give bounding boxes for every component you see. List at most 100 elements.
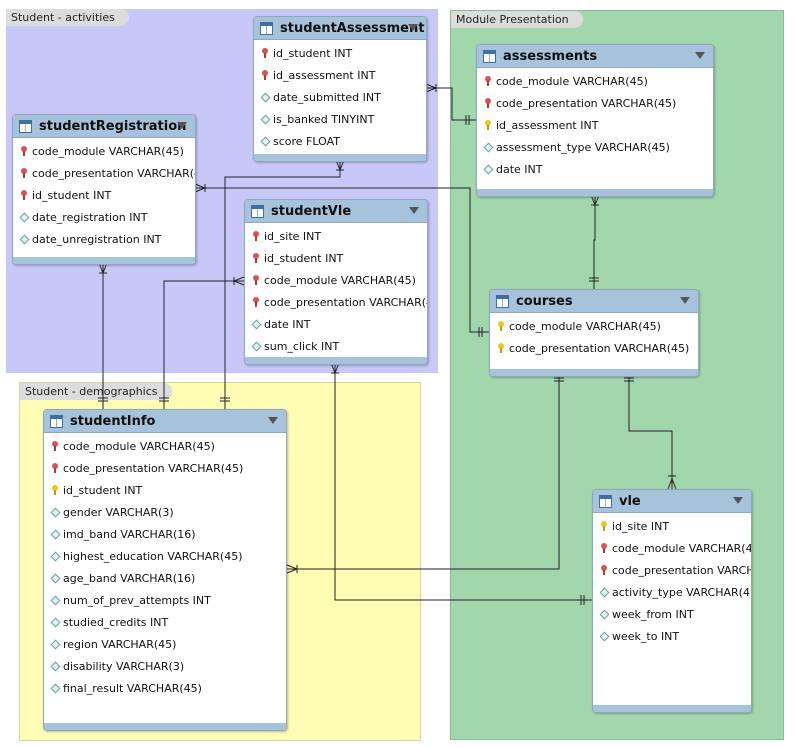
primary-key-icon — [19, 146, 29, 156]
column-list: code_module VARCHAR(45) code_presentation… — [490, 313, 698, 359]
layer-label: Student - activities — [6, 9, 129, 26]
column-list: code_module VARCHAR(45) code_presentation… — [13, 138, 195, 250]
chevron-down-icon[interactable] — [408, 24, 418, 31]
table-column[interactable]: age_band VARCHAR(16) — [44, 567, 286, 589]
chevron-down-icon[interactable] — [268, 417, 278, 424]
onemark-courses-registration — [478, 327, 483, 337]
column-label: id_student INT — [273, 46, 353, 60]
table-column[interactable]: code_presentation VARCHAR(45) — [477, 92, 713, 114]
primary-key-icon — [50, 463, 60, 473]
column-label: date INT — [264, 317, 311, 331]
table-column[interactable]: date INT — [245, 313, 427, 335]
table-column[interactable]: week_to INT — [593, 625, 751, 647]
table-column[interactable]: imd_band VARCHAR(16) — [44, 523, 286, 545]
table-column[interactable]: assessment_type VARCHAR(45) — [477, 136, 713, 158]
table-courses[interactable]: courses code_module VARCHAR(45) code_pres… — [489, 289, 699, 377]
layer-label: Module Presentation — [451, 11, 583, 28]
table-column[interactable]: code_module VARCHAR(45) — [245, 269, 427, 291]
table-column[interactable]: code_presentation VARCHAR(45) — [13, 162, 195, 184]
table-header[interactable]: assessments — [477, 45, 713, 68]
table-column[interactable]: id_assessment INT — [477, 114, 713, 136]
column-label: sum_click INT — [264, 339, 340, 353]
relationship-courses-studentinfo — [287, 375, 560, 570]
layer-label: Student - demographics — [20, 383, 172, 400]
table-footer — [254, 154, 426, 161]
column-label: region VARCHAR(45) — [63, 637, 177, 651]
table-header[interactable]: studentAssessment — [254, 17, 426, 40]
primary-key-icon — [260, 70, 270, 80]
table-column[interactable]: region VARCHAR(45) — [44, 633, 286, 655]
table-header[interactable]: studentInfo — [44, 410, 286, 433]
table-header[interactable]: vle — [593, 490, 751, 513]
primary-key-icon — [251, 297, 261, 307]
chevron-down-icon[interactable] — [695, 52, 705, 59]
table-column[interactable]: code_module VARCHAR(45) — [490, 315, 698, 337]
table-column[interactable]: code_module VARCHAR(45) — [477, 70, 713, 92]
key-icon — [483, 120, 493, 130]
column-label: final_result VARCHAR(45) — [63, 681, 202, 695]
table-column[interactable]: highest_education VARCHAR(45) — [44, 545, 286, 567]
table-column[interactable]: activity_type VARCHAR(45) — [593, 581, 751, 603]
table-column[interactable]: final_result VARCHAR(45) — [44, 677, 286, 699]
table-column[interactable]: disability VARCHAR(3) — [44, 655, 286, 677]
table-column[interactable]: date_submitted INT — [254, 86, 426, 108]
table-column[interactable]: id_site INT — [593, 515, 751, 537]
onemark-courses-assessments — [589, 277, 599, 282]
column-label: activity_type VARCHAR(45) — [612, 585, 752, 599]
table-column[interactable]: code_presentation VARCHAR(45) — [44, 457, 286, 479]
table-column[interactable]: gender VARCHAR(3) — [44, 501, 286, 523]
column-label: code_module VARCHAR(45) — [496, 74, 648, 88]
chevron-down-icon[interactable] — [177, 122, 187, 129]
chevron-down-icon[interactable] — [409, 207, 419, 214]
column-label: id_student INT — [32, 188, 112, 202]
column-icon — [50, 661, 60, 671]
table-column[interactable]: code_module VARCHAR(45) — [44, 435, 286, 457]
table-column[interactable]: studied_credits INT — [44, 611, 286, 633]
column-label: code_module VARCHAR(45) — [32, 144, 184, 158]
table-column[interactable]: id_student INT — [254, 42, 426, 64]
table-column[interactable]: date_unregistration INT — [13, 228, 195, 250]
table-header[interactable]: courses — [490, 290, 698, 313]
table-column[interactable]: num_of_prev_attempts INT — [44, 589, 286, 611]
table-header[interactable]: studentRegistration — [13, 115, 195, 138]
table-column[interactable]: code_module VARCHAR(45) — [593, 537, 751, 559]
column-icon — [251, 341, 261, 351]
table-studentregistration[interactable]: studentRegistration code_module VARCHAR(… — [12, 114, 196, 265]
table-column[interactable]: id_student INT — [245, 247, 427, 269]
table-column[interactable]: id_assessment INT — [254, 64, 426, 86]
table-name: vle — [619, 493, 641, 509]
table-column[interactable]: code_presentation VARCHAR(45) — [245, 291, 427, 313]
table-column[interactable]: code_presentation VARCHAR(45) — [490, 337, 698, 359]
table-column[interactable]: sum_click INT — [245, 335, 427, 357]
table-header[interactable]: studentVle — [245, 200, 427, 223]
primary-key-icon — [19, 190, 29, 200]
table-column[interactable]: id_site INT — [245, 225, 427, 247]
column-icon — [50, 551, 60, 561]
table-column[interactable]: score FLOAT — [254, 130, 426, 152]
table-studentassessment[interactable]: studentAssessment id_student INT id_asses… — [253, 16, 427, 162]
table-footer — [593, 705, 751, 712]
chevron-down-icon[interactable] — [680, 297, 690, 304]
table-column[interactable]: code_module VARCHAR(45) — [13, 140, 195, 162]
primary-key-icon — [483, 76, 493, 86]
table-column[interactable]: code_presentation VARCH... — [593, 559, 751, 581]
table-column[interactable]: id_student INT — [44, 479, 286, 501]
table-column[interactable]: is_banked TINYINT — [254, 108, 426, 130]
relationship-studentassessment-studentinfo — [224, 160, 341, 409]
table-assessments[interactable]: assessments code_module VARCHAR(45) code_… — [476, 44, 714, 197]
crowfoot-studentassessment-studentinfo — [335, 159, 345, 172]
column-icon — [260, 114, 270, 124]
chevron-down-icon[interactable] — [733, 497, 743, 504]
table-column[interactable]: date INT — [477, 158, 713, 180]
column-label: code_module VARCHAR(45) — [509, 319, 661, 333]
table-name: studentInfo — [70, 413, 156, 429]
table-column[interactable]: week_from INT — [593, 603, 751, 625]
table-column[interactable]: date_registration INT — [13, 206, 195, 228]
column-icon — [19, 234, 29, 244]
table-studentinfo[interactable]: studentInfo code_module VARCHAR(45)code_… — [43, 409, 287, 731]
column-label: id_student INT — [63, 483, 143, 497]
table-column[interactable]: id_student INT — [13, 184, 195, 206]
